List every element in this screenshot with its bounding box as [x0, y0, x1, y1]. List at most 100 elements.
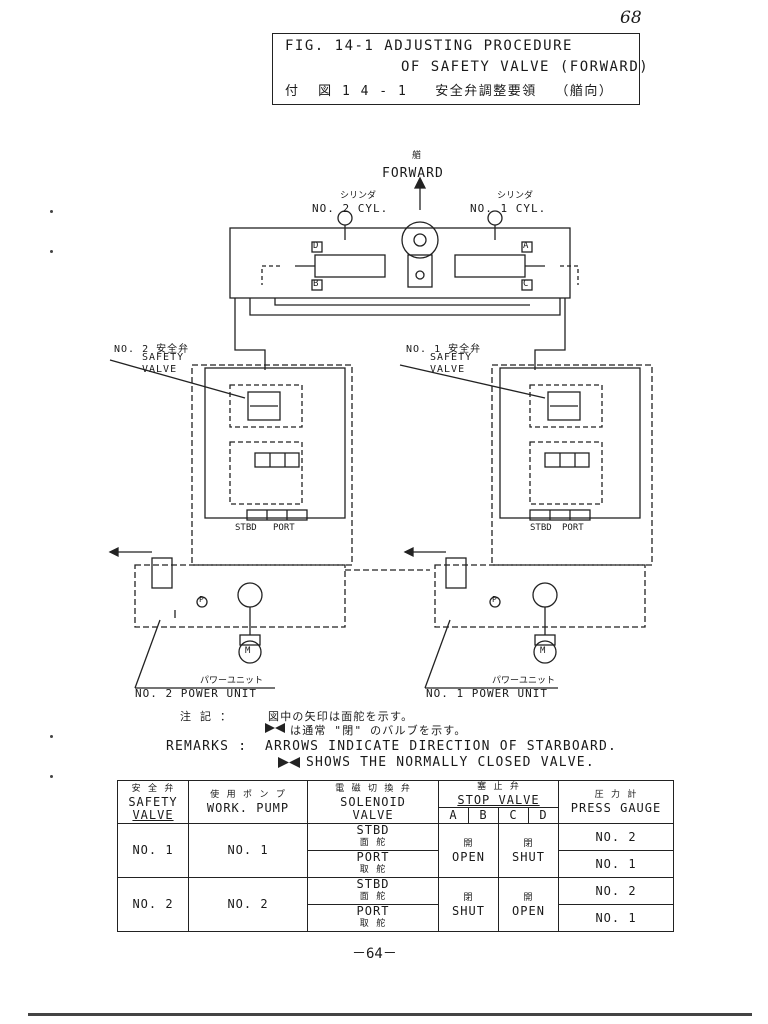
sv1-label-1: NO. 1 安全弁 — [406, 344, 482, 355]
row1-gauge-stbd: NO. 2 — [558, 823, 674, 851]
header-stop-valve: 塞 止 弁 STOP VALVE — [438, 780, 559, 808]
no2-unit-outline — [191, 364, 353, 566]
remarks-en-line2: SHOWS THE NORMALLY CLOSED VALVE. — [306, 755, 595, 770]
no1-motor — [533, 640, 557, 664]
cyl2-label: NO. 2 CYL. — [312, 202, 389, 215]
no1-valve-block — [499, 367, 641, 519]
no2-safety-valve-dashed — [229, 384, 303, 428]
hydraulic-schematic — [108, 176, 653, 689]
closed-valve-icon-jp — [265, 723, 285, 733]
margin-speck — [50, 250, 53, 253]
remarks-en-line1: ARROWS INDICATE DIRECTION OF STARBOARD. — [265, 739, 618, 754]
no2-pump — [237, 582, 263, 608]
port-a-label: A — [523, 241, 529, 251]
header-stop-b: B — [468, 807, 499, 824]
row2-gauge-stbd: NO. 2 — [558, 877, 674, 905]
figure-title-line2: OF SAFETY VALVE (FORWARD) — [401, 59, 650, 75]
tiller-hub — [401, 221, 439, 259]
port-d-label: D — [313, 241, 319, 251]
stop-valve-a — [521, 241, 533, 253]
port-b-label: B — [313, 279, 319, 289]
page-number: －64－ — [352, 946, 397, 962]
sv2-label-1: NO. 2 安全弁 — [114, 344, 190, 355]
no2-valve-block — [204, 367, 346, 519]
header-press-gauge: 圧 力 計 PRESS GAUGE — [558, 780, 674, 824]
pu1-label: NO. 1 POWER UNIT — [426, 687, 548, 700]
row1-sol-stbd: STBD 面 舵 — [307, 823, 439, 851]
no2-motor-label: M — [245, 646, 251, 656]
margin-speck — [50, 775, 53, 778]
no1-solenoid-lower — [529, 509, 591, 521]
header-stop-a: A — [438, 807, 469, 824]
header-work-pump: 使 用 ポ ン プ WORK. PUMP — [188, 780, 308, 824]
pu2-label-jp: パワーユニット — [200, 676, 264, 686]
no1-solenoid-upper — [544, 452, 590, 468]
no2-tank — [134, 564, 346, 628]
row1-pump: NO. 1 — [188, 823, 308, 878]
sv1-label-2: SAFETY — [430, 352, 473, 363]
bottom-rule — [28, 1013, 752, 1016]
cylinder-1-body — [454, 254, 526, 278]
row2-valve: NO. 2 — [117, 877, 189, 932]
header-safety-valve: 安 全 弁 SAFETY VALVE — [117, 780, 189, 824]
row1-stop-ab: 開 OPEN — [438, 823, 499, 878]
no1-tank — [434, 564, 646, 628]
remarks-jp-line1: 図中の矢印は面舵を示す。 — [268, 710, 414, 723]
page-mark: 68 — [620, 8, 642, 28]
forward-arrow-head — [413, 176, 427, 189]
no2-solenoid-lower — [246, 509, 308, 521]
no1-unit-outline — [491, 364, 653, 566]
no1-safety-valve-dashed — [529, 384, 603, 428]
row1-gauge-port: NO. 1 — [558, 850, 674, 878]
margin-speck — [50, 210, 53, 213]
sv1-label-3: VALVE — [430, 364, 466, 375]
header-stop-d: D — [528, 807, 559, 824]
no2-gauge-label: P — [199, 595, 204, 604]
table-row: NO. 2 NO. 2 STBD 面 舵 閉 SHUT 開 OPEN NO. 2 — [117, 877, 674, 932]
row1-valve: NO. 1 — [117, 823, 189, 878]
sv2-label-3: VALVE — [142, 364, 178, 375]
cyl1-label: NO. 1 CYL. — [470, 202, 547, 215]
figure-title-line3: 付 図 1 4 - 1 安全弁調整要領 （艏向） — [285, 84, 614, 99]
cyl1-label-jp: シリンダ — [497, 191, 534, 201]
cylinder-frame — [229, 227, 571, 299]
header-stop-c: C — [498, 807, 529, 824]
forward-label-jp: 艏 — [412, 151, 422, 161]
stop-valve-c — [521, 279, 533, 291]
remarks-en-label: REMARKS : — [166, 739, 248, 754]
row2-pump: NO. 2 — [188, 877, 308, 932]
cylinder-2-body — [314, 254, 386, 278]
margin-speck — [50, 735, 53, 738]
no1-port-label: PORT — [562, 523, 584, 533]
tiller-arm — [407, 254, 433, 288]
stop-valve-b — [311, 279, 323, 291]
row2-stop-ab: 閉 SHUT — [438, 877, 499, 932]
row1-stop-cd: 閉 SHUT — [498, 823, 559, 878]
remarks-jp-label: 注 記 ： — [180, 710, 233, 723]
port-c-label: C — [523, 279, 529, 289]
forward-label: FORWARD — [382, 166, 444, 181]
row2-stop-cd: 開 OPEN — [498, 877, 559, 932]
no1-motor-label: M — [540, 646, 546, 656]
no1-pump — [532, 582, 558, 608]
no1-solenoid-dashed — [529, 441, 603, 505]
no2-filter — [151, 557, 173, 589]
procedure-table: 安 全 弁 SAFETY VALVE 使 用 ポ ン プ WORK. PUMP … — [117, 780, 674, 932]
cyl2-label-jp: シリンダ — [340, 191, 377, 201]
table-row: NO. 1 NO. 1 STBD 面 舵 開 OPEN 閉 SHUT NO. 2 — [117, 823, 674, 878]
hydraulic-diagram: 艏 FORWARD シリンダ NO. 2 CYL. シリンダ NO. 1 CYL… — [90, 140, 690, 720]
no2-solenoid-dashed — [229, 441, 303, 505]
no1-gauge — [489, 596, 501, 608]
no1-safety-valve — [547, 391, 581, 421]
row2-sol-stbd: STBD 面 舵 — [307, 877, 439, 905]
no2-gauge — [196, 596, 208, 608]
no2-stbd-label: STBD — [235, 523, 257, 533]
figure-title-box: FIG. 14-1 ADJUSTING PROCEDURE OF SAFETY … — [272, 33, 648, 105]
sv2-label-2: SAFETY — [142, 352, 185, 363]
closed-valve-icon — [278, 757, 300, 768]
row1-sol-port: PORT 取 舵 — [307, 850, 439, 878]
no2-safety-valve — [247, 391, 281, 421]
row2-gauge-port: NO. 1 — [558, 904, 674, 932]
table-row: PORT 取 舵 NO. 1 — [118, 904, 674, 932]
no1-gauge-label: P — [492, 595, 497, 604]
